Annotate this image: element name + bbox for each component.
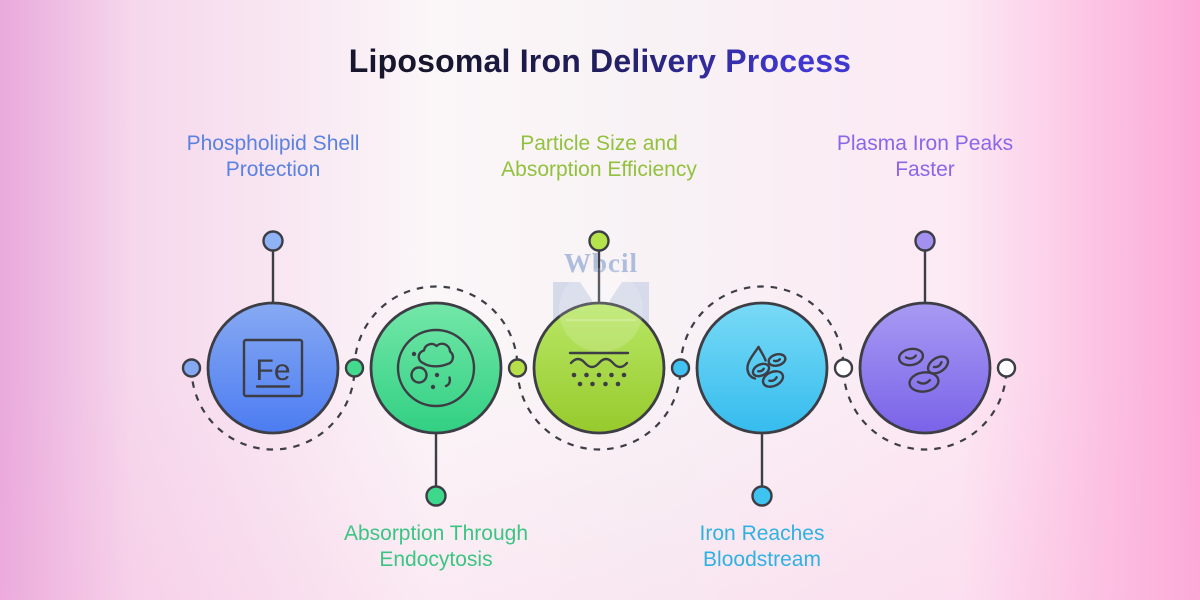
label-line: Phospholipid Shell bbox=[186, 132, 360, 155]
blood-cells-icon bbox=[897, 347, 950, 393]
stem-dot-1 bbox=[262, 230, 284, 252]
connector-dot-2 bbox=[344, 358, 365, 378]
label-line: Absorption Efficiency bbox=[501, 158, 697, 181]
connector-dot-3 bbox=[507, 358, 528, 378]
stem-dot-5 bbox=[914, 230, 936, 252]
watermark-text: Wbcil bbox=[564, 248, 638, 278]
label-line: Iron Reaches bbox=[699, 522, 825, 545]
connector-dot-5 bbox=[833, 358, 854, 378]
connector-dot-1 bbox=[181, 358, 202, 378]
svg-text:Fe: Fe bbox=[255, 354, 290, 387]
label-line: Protection bbox=[225, 158, 321, 181]
step-label-iron-reaches-bloodstream: Iron Reaches Bloodstream bbox=[632, 521, 892, 573]
skin-particle-absorption-icon bbox=[568, 351, 630, 387]
cell-endocytosis-icon bbox=[396, 328, 476, 408]
step-node-particle-size bbox=[532, 230, 666, 435]
step-label-particle-size-efficiency: Particle Size and Absorption Efficiency bbox=[469, 131, 729, 183]
label-line: Plasma Iron Peaks bbox=[836, 132, 1014, 155]
connector-dot-4 bbox=[670, 358, 691, 378]
stem-dot-2 bbox=[425, 485, 447, 507]
title-bar: Liposomal Iron Delivery Process bbox=[0, 22, 1200, 102]
fe-periodic-symbol-icon: Fe bbox=[242, 338, 304, 398]
step-label-plasma-iron-peaks: Plasma Iron Peaks Faster bbox=[795, 131, 1055, 183]
step-node-bloodstream bbox=[695, 301, 829, 507]
step-node-phospholipid-shell: Fe bbox=[206, 230, 340, 435]
droplet-blood-cells-icon bbox=[746, 345, 787, 388]
label-line: Bloodstream bbox=[703, 548, 821, 571]
step-node-endocytosis bbox=[369, 301, 503, 507]
connector-path bbox=[190, 285, 1008, 451]
label-line: Absorption Through bbox=[343, 522, 529, 545]
label-line: Particle Size and bbox=[520, 132, 678, 155]
connector-dot-6 bbox=[996, 358, 1017, 378]
label-line: Faster bbox=[895, 158, 955, 181]
step-label-phospholipid-shell-protection: Phospholipid Shell Protection bbox=[143, 131, 403, 183]
label-line: Endocytosis bbox=[379, 548, 493, 571]
stem-dot-3 bbox=[588, 230, 610, 252]
stem-dot-4 bbox=[751, 485, 773, 507]
watermark-glow bbox=[559, 268, 643, 352]
step-label-absorption-endocytosis: Absorption Through Endocytosis bbox=[306, 521, 566, 573]
step-node-plasma-iron bbox=[858, 230, 992, 435]
page-title: Liposomal Iron Delivery Process bbox=[348, 43, 852, 80]
